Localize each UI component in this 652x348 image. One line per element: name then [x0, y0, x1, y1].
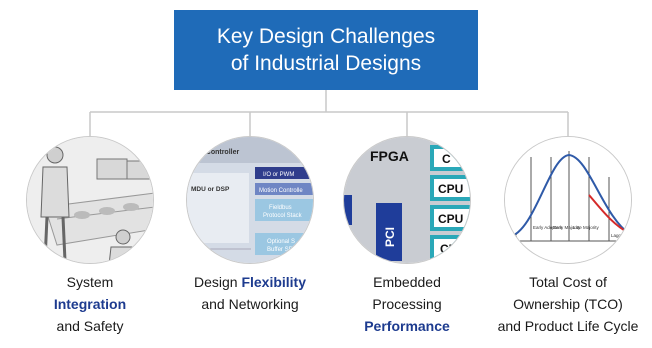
label-mdu: MDU or DSP	[191, 186, 230, 193]
label-pci: PCI	[383, 227, 397, 247]
label-early-adopters: Early Adopters	[533, 225, 563, 230]
caption-2-prefix: Design	[193, 274, 242, 290]
caption-system-integration: System Integration and Safety	[10, 271, 170, 337]
label-motion: Motion Controlle	[259, 188, 303, 194]
caption-design-flexibility: Design Flexibility and Networking	[170, 271, 330, 315]
caption-4-line-1: Total Cost of	[529, 274, 607, 290]
caption-4-line-2: Ownership (TCO)	[513, 296, 623, 312]
caption-1-line-3: and Safety	[56, 318, 124, 334]
factory-workers-image	[26, 136, 154, 264]
label-early-majority: Early Majority	[553, 225, 581, 230]
label-protocol: Protocol Stack	[263, 213, 303, 219]
lifecycle-curve-image: ators Early Adopters Early Majority Late…	[504, 136, 632, 264]
label-io: I/O or PWM	[263, 172, 294, 178]
caption-2-highlight: Flexibility	[241, 274, 307, 290]
caption-4-line-3: and Product Life Cycle	[497, 318, 639, 334]
label-buffer: Buffer SP	[267, 247, 293, 253]
title-line-2: of Industrial Designs	[230, 52, 422, 75]
label-late-majority: Late Majority	[573, 225, 600, 230]
caption-total-cost: Total Cost of Ownership (TCO) and Produc…	[488, 271, 648, 337]
block-diagram-image: tion Controller MDU or DSP I/O or PWM Mo…	[186, 136, 314, 264]
label-fieldbus: Fieldbus	[269, 205, 292, 211]
label-fpga: FPGA	[370, 148, 409, 164]
caption-3-highlight: Performance	[364, 318, 450, 334]
label-cpu-2: CPU	[438, 212, 463, 226]
caption-2-line-2: and Networking	[201, 296, 299, 312]
label-cpu-0: C	[442, 152, 451, 166]
label-laggards: Laggar	[611, 233, 626, 238]
caption-3-line-1: Embedded	[373, 274, 441, 290]
title-line-1: Key Design Challenges	[216, 25, 436, 48]
caption-embedded-processing: Embedded Processing Performance	[327, 271, 487, 337]
caption-1-line-1: System	[66, 274, 114, 290]
label-cpu-1: CPU	[438, 182, 463, 196]
caption-1-highlight: Integration	[53, 296, 127, 312]
title-box: Key Design Challenges of Industrial Desi…	[174, 10, 478, 90]
fpga-chip-image: FPGA C CPU CPU CF PCI	[343, 136, 471, 264]
label-optional: Optional S	[267, 239, 295, 245]
caption-3-line-2: Processing	[372, 296, 442, 312]
caption-2-line-1: Design Flexibility	[170, 271, 330, 293]
label-controller: tion Controller	[191, 149, 239, 156]
